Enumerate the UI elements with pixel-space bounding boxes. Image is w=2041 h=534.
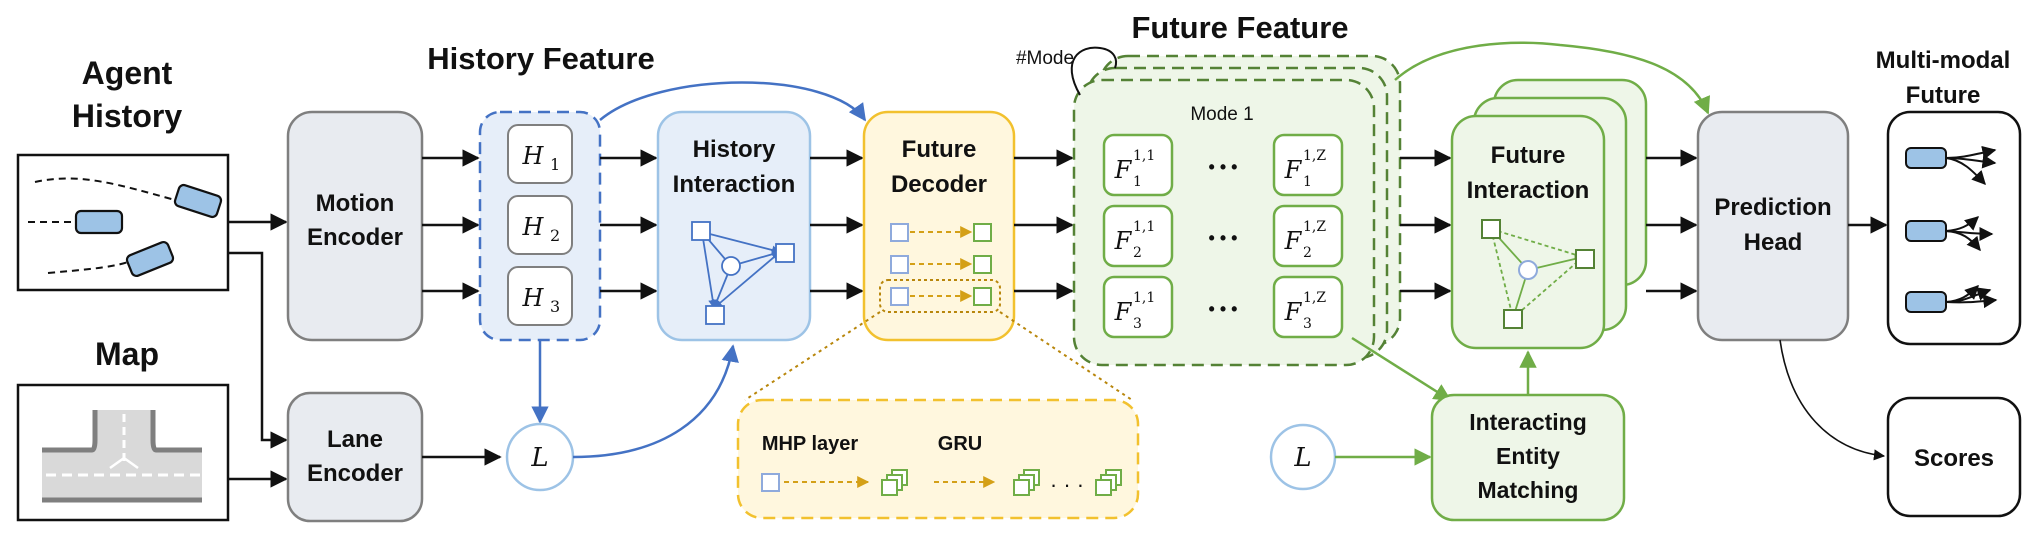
future-feature-group: #Mode Mode 1 F 1 1,1 F 2 1,1 F 3 1,1 F 1… <box>1016 46 1402 367</box>
history-feature-title: History Feature <box>427 41 654 76</box>
motion-encoder-label-line1: Motion <box>316 190 395 217</box>
history-interaction-label-line1: History <box>693 136 776 163</box>
lane-encoder-label-line1: Lane <box>327 426 383 453</box>
prediction-head-label-line1: Prediction <box>1714 194 1831 221</box>
agent-car-icon <box>1905 291 1947 313</box>
history-token-h2-symbol: H <box>522 213 545 241</box>
motion-encoder-block: Motion Encoder <box>286 110 424 342</box>
agent-history-title-line2: History <box>72 98 182 134</box>
lane-encoder-block: Lane Encoder <box>286 391 424 523</box>
lane-token-2-label: L <box>1293 443 1311 473</box>
entity-matching-label-line3: Matching <box>1478 477 1579 503</box>
future-token-sup: 1,Z <box>1303 148 1326 164</box>
agent-history-panel <box>16 153 230 292</box>
agent-history-title-line1: Agent <box>82 55 173 91</box>
future-token-ellipsis: • • • <box>1209 157 1238 177</box>
future-interaction-graph-icon <box>1481 219 1595 329</box>
future-decoder-label-line2: Decoder <box>891 171 987 198</box>
future-token-symbol: F <box>1114 156 1133 184</box>
history-token-h3-sub: 3 <box>550 297 560 316</box>
lane-token: L <box>505 422 575 492</box>
future-token-ellipsis: • • • <box>1209 228 1238 248</box>
future-token-sub: 1 <box>1303 174 1312 190</box>
future-token-sub: 2 <box>1303 245 1312 261</box>
entity-matching-label-line2: Entity <box>1496 443 1560 469</box>
lane-encoder-label-line2: Encoder <box>307 460 403 487</box>
multimodal-future-title-line1: Multi-modal <box>1876 47 2011 74</box>
agent-car-icon <box>1905 220 1947 242</box>
mode-loop-arrow <box>1070 46 1118 96</box>
scores-block: Scores <box>1886 396 2022 518</box>
future-token-sup: 1,1 <box>1133 148 1155 164</box>
future-token-f3-1 <box>1102 275 1174 339</box>
future-token-sub: 3 <box>1133 316 1142 332</box>
gru-label: GRU <box>938 433 982 455</box>
history-token-h1-symbol: H <box>522 142 545 170</box>
entity-matching-block: Interacting Entity Matching <box>1430 393 1626 522</box>
mhp-layer-label: MHP layer <box>762 433 859 455</box>
future-decoder-block: Future Decoder <box>862 110 1016 342</box>
scores-label: Scores <box>1914 445 1994 472</box>
future-token-sup: 1,1 <box>1133 219 1155 235</box>
agent-car-icon <box>74 209 124 235</box>
entity-matching-label-line1: Interacting <box>1469 409 1587 435</box>
future-token-symbol: F <box>1284 227 1303 255</box>
multimodal-future-title-line2: Future <box>1906 82 1981 109</box>
future-token-sub: 1 <box>1133 174 1142 190</box>
future-decoder-label-line1: Future <box>902 136 977 163</box>
history-token-h1-sub: 1 <box>550 155 560 174</box>
future-token-sup: 1,Z <box>1303 219 1326 235</box>
agent-car-icon <box>125 240 175 278</box>
future-interaction-block: Future Interaction <box>1450 78 1648 350</box>
future-token-ellipsis: • • • <box>1209 299 1238 319</box>
prediction-head-label-line2: Head <box>1744 229 1803 256</box>
agent-car-icon <box>173 183 223 219</box>
future-token-f1-1 <box>1102 133 1174 197</box>
history-token-h1 <box>507 124 573 184</box>
agent-car-icon <box>1905 147 1947 169</box>
future-token-symbol: F <box>1284 156 1303 184</box>
future-token-sub: 2 <box>1133 245 1142 261</box>
map-panel <box>16 383 230 522</box>
motion-encoder-label-line2: Encoder <box>307 224 403 251</box>
history-interaction-block: History Interaction <box>656 110 812 342</box>
future-interaction-label-line2: Interaction <box>1467 177 1590 204</box>
future-feature-title: Future Feature <box>1131 10 1348 45</box>
history-token-h2 <box>507 195 573 255</box>
future-token-f2-z <box>1272 204 1344 268</box>
future-token-f1-z <box>1272 133 1344 197</box>
future-token-symbol: F <box>1114 227 1133 255</box>
future-token-sup: 1,Z <box>1303 290 1326 306</box>
history-feature-group: H 1 H 2 H 3 <box>478 110 602 342</box>
mode-1-label: Mode 1 <box>1190 104 1253 125</box>
future-interaction-label-line1: Future <box>1491 142 1566 169</box>
interaction-graph-icon <box>691 221 795 325</box>
multimodal-future-panel <box>1886 110 2022 346</box>
map-title: Map <box>95 336 159 372</box>
future-token-sup: 1,1 <box>1133 290 1155 306</box>
future-token-symbol: F <box>1114 298 1133 326</box>
decoder-rollout-icon <box>879 223 1001 313</box>
future-token-f3-z <box>1272 275 1344 339</box>
future-token-f2-1 <box>1102 204 1174 268</box>
prediction-head-block: Prediction Head <box>1696 110 1850 342</box>
history-token-h3 <box>507 266 573 326</box>
mode-count-label: #Mode <box>1016 48 1074 69</box>
decoder-detail-panel: MHP layer GRU · · · <box>736 398 1140 520</box>
lane-token-label: L <box>530 443 548 473</box>
future-token-sub: 3 <box>1303 316 1312 332</box>
decoder-detail-ellipsis: · · · <box>1050 472 1084 497</box>
history-token-h3-symbol: H <box>522 284 545 312</box>
history-interaction-label-line2: Interaction <box>673 171 796 198</box>
history-token-h2-sub: 2 <box>550 226 560 245</box>
future-token-symbol: F <box>1284 298 1303 326</box>
